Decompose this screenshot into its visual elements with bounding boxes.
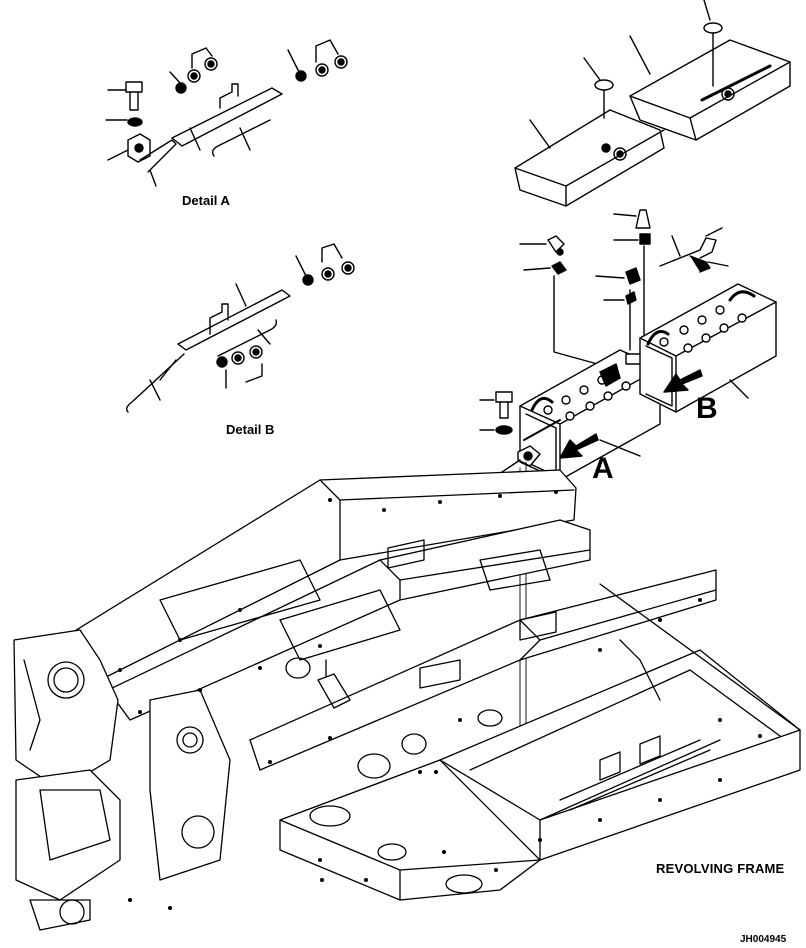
revolving-frame (14, 470, 800, 930)
detail-b-drawing (127, 244, 354, 412)
nut-icon (170, 48, 217, 93)
battery-cover-left (515, 58, 664, 206)
detail-b-label: Detail B (226, 422, 275, 437)
arrow-a-icon (560, 434, 598, 458)
battery-left (520, 350, 660, 480)
terminals (520, 210, 728, 368)
nut-icon (288, 40, 347, 81)
bolt-icon (480, 392, 560, 476)
callout-a-label: A (592, 452, 614, 485)
washer-icon (106, 118, 142, 126)
detail-a-label: Detail A (182, 193, 230, 208)
revolving-frame-label: REVOLVING FRAME (656, 861, 785, 876)
callout-b-label: B (696, 392, 718, 425)
nut-icon (296, 244, 354, 285)
battery-cover-right (630, 0, 790, 140)
bolt-icon (108, 82, 142, 110)
nut-icon (217, 346, 262, 388)
drawing-code-label: JH004945 (740, 934, 787, 945)
arrow-b-icon (664, 370, 702, 392)
detail-a-drawing (106, 40, 347, 186)
